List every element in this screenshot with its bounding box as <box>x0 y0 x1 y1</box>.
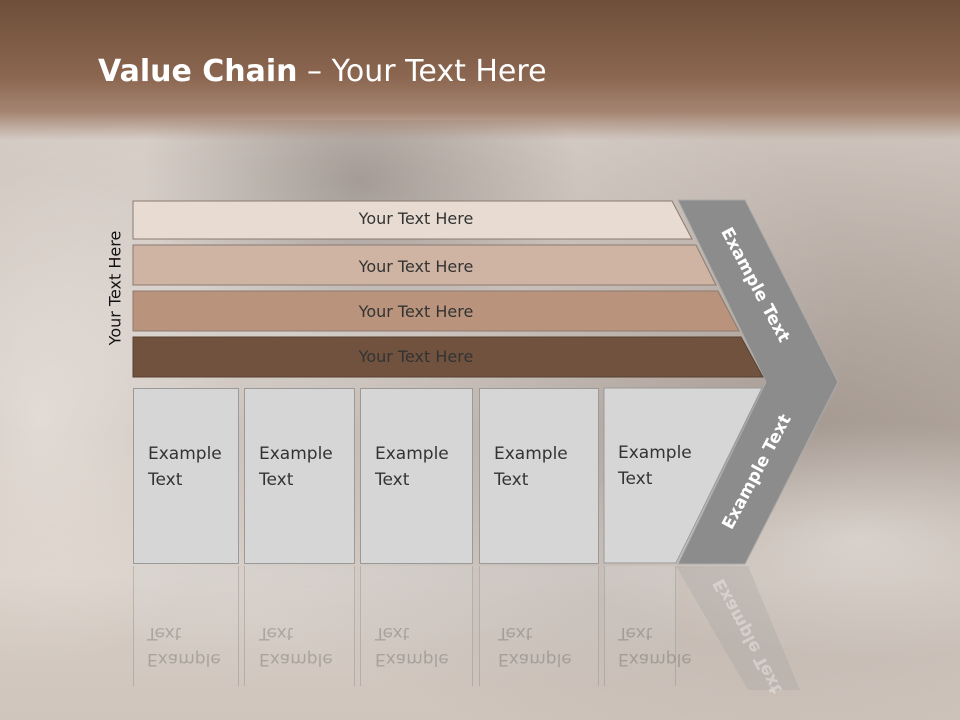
box-3-line1: Example <box>375 444 449 464</box>
box-1-line1: Example <box>148 444 222 464</box>
bar-2-label: Your Text Here <box>358 257 474 276</box>
box-2-reflection-text: Example Text <box>259 620 333 672</box>
box-1-refl-line1: Example <box>147 649 221 669</box>
bar-3 <box>132 290 740 332</box>
box-5-refl-line1: Example <box>618 649 692 669</box>
activity-box-2: Example Text <box>244 388 355 564</box>
box-4-refl-line1: Example <box>498 649 572 669</box>
box-2-refl-line1: Example <box>259 649 333 669</box>
bar-1 <box>132 200 693 240</box>
box-4-reflection <box>479 566 599 686</box>
box-4-line1: Example <box>494 444 568 464</box>
box-4-line2: Text <box>494 470 529 490</box>
activity-box-1: Example Text <box>133 388 239 564</box>
activity-box-4: Example Text <box>479 388 599 564</box>
bar-3-label: Your Text Here <box>358 302 474 321</box>
activity-box-3: Example Text <box>360 388 473 564</box>
box-5-reflection-text: Example Text <box>618 620 692 672</box>
box-5-shape <box>603 387 763 564</box>
box-2-reflection <box>244 566 355 686</box>
box-5-line1: Example <box>618 443 692 463</box>
header-band <box>0 0 960 140</box>
box-5-line2: Text <box>618 469 653 489</box>
box-2-line2: Text <box>259 470 294 490</box>
box-5-reflection <box>604 566 676 686</box>
box-3-refl-line1: Example <box>375 649 449 669</box>
slide-title: Value Chain – Your Text Here <box>98 54 547 89</box>
title-bold: Value Chain <box>98 54 298 89</box>
bar-4 <box>132 336 764 378</box>
box-1-refl-line2: Text <box>147 623 182 643</box>
box-3-reflection <box>360 566 473 686</box>
bar-1-label: Your Text Here <box>358 209 474 228</box>
box-4-reflection-text: Example Text <box>498 620 572 672</box>
activity-box-5: Example Text <box>604 388 704 564</box>
box-4-refl-line2: Text <box>498 623 533 643</box>
box-2-line1: Example <box>259 444 333 464</box>
box-1-line2: Text <box>148 470 183 490</box>
box-1-reflection-text: Example Text <box>147 620 221 672</box>
box-3-reflection-text: Example Text <box>375 620 449 672</box>
arrow-reflection <box>676 566 800 690</box>
box-3-line2: Text <box>375 470 410 490</box>
bar-2 <box>132 244 717 286</box>
box-3-refl-line2: Text <box>375 623 410 643</box>
box-5-refl-line2: Text <box>618 623 653 643</box>
box-1-reflection <box>133 566 239 686</box>
title-rest: – Your Text Here <box>297 54 547 89</box>
bar-4-label: Your Text Here <box>358 347 474 366</box>
box-2-refl-line2: Text <box>259 623 294 643</box>
chevron-arrow <box>677 199 839 565</box>
